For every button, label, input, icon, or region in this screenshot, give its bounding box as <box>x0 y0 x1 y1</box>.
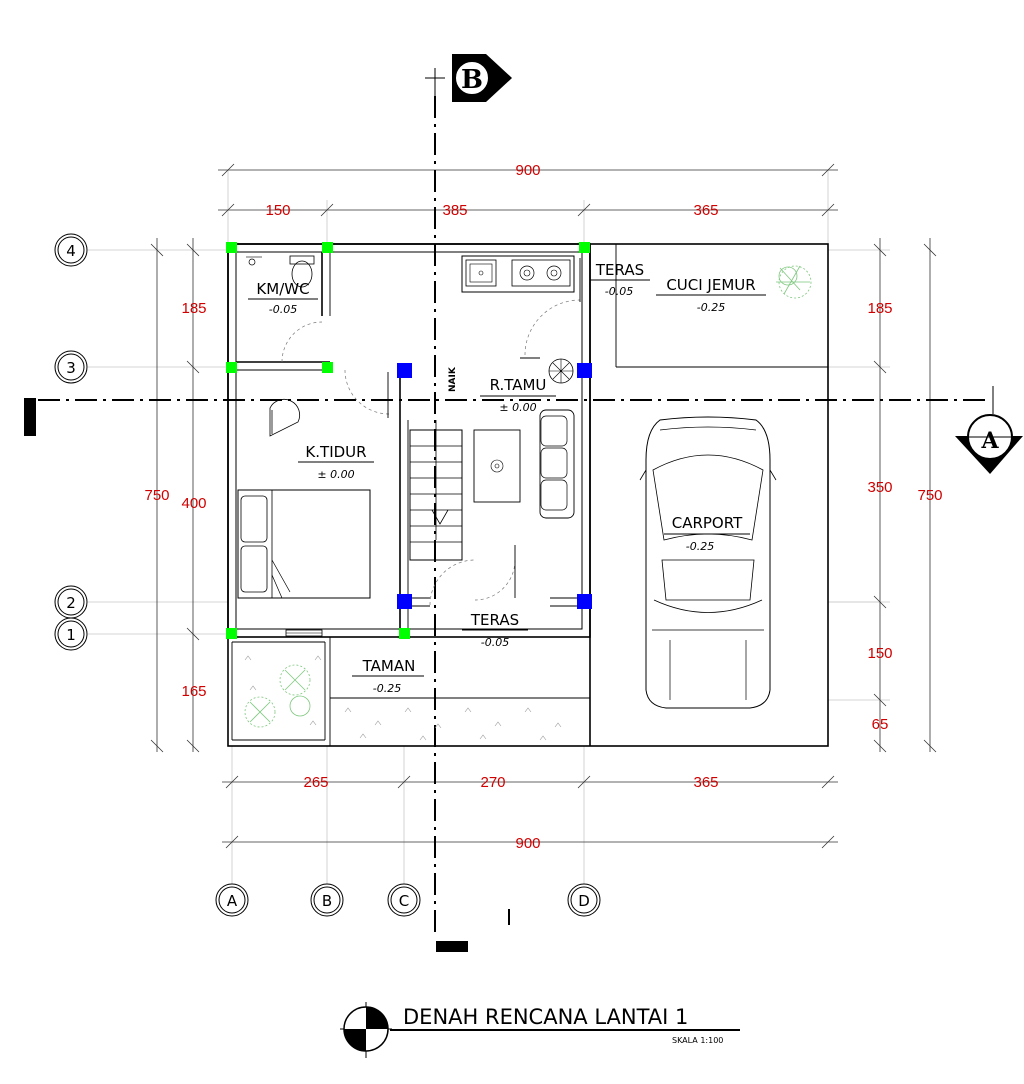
dim-top-part-1: 150 <box>265 202 290 219</box>
dim-bottom-part-1: 265 <box>303 774 328 791</box>
grid-bubbles: 4 3 2 1 A B C D <box>54 233 601 917</box>
svg-text:TERAS: TERAS <box>470 611 519 629</box>
svg-text:4: 4 <box>66 242 76 260</box>
dim-right-part-2: 350 <box>867 479 892 496</box>
dim-left-part-1: 185 <box>181 300 206 317</box>
sofa-icon <box>539 409 575 519</box>
drawing-scale: SKALA 1:100 <box>672 1036 723 1045</box>
dim-left-total: 750 <box>144 487 169 504</box>
dim-bottom-part-3: 365 <box>693 774 718 791</box>
grass-pattern <box>244 655 562 741</box>
potted-plant-icon <box>548 358 574 384</box>
grid-lines <box>88 170 890 885</box>
svg-text:-0.05: -0.05 <box>605 285 633 298</box>
svg-text:B: B <box>322 892 332 910</box>
room-label-teras-front: TERAS -0.05 <box>462 611 528 649</box>
toilet-icon <box>246 255 315 288</box>
svg-text:D: D <box>578 892 590 910</box>
dim-right-part-3: 150 <box>867 645 892 662</box>
room-label-cuci-jemur: CUCI JEMUR -0.25 <box>656 276 766 314</box>
shrub-icon <box>244 664 311 728</box>
svg-text:TAMAN: TAMAN <box>362 657 416 675</box>
grid-bubble-row-4: 4 <box>54 233 88 267</box>
svg-text:1: 1 <box>66 626 76 644</box>
section-marker-a: A <box>955 386 1023 474</box>
svg-text:-0.25: -0.25 <box>373 682 401 695</box>
dimension-lines <box>150 163 937 849</box>
svg-text:3: 3 <box>66 359 76 377</box>
dim-top-part-3: 365 <box>693 202 718 219</box>
doors <box>281 258 581 606</box>
title-block: DENAH RENCANA LANTAI 1 SKALA 1:100 <box>340 1002 740 1058</box>
grid-bubble-row-1: 1 <box>54 617 88 651</box>
dim-right-total: 750 <box>917 487 942 504</box>
svg-text:C: C <box>399 892 409 910</box>
svg-text:CUCI JEMUR: CUCI JEMUR <box>666 276 755 294</box>
walls <box>227 243 829 747</box>
svg-text:KM/WC: KM/WC <box>256 280 309 298</box>
grid-bubble-col-b: B <box>310 883 344 917</box>
kitchen-counter-icon <box>461 255 575 293</box>
svg-text:A: A <box>227 892 238 910</box>
furniture: NAIK <box>237 255 777 709</box>
svg-text:± 0.00: ± 0.00 <box>317 468 354 481</box>
room-label-carport: CARPORT -0.25 <box>664 514 750 553</box>
svg-text:R.TAMU: R.TAMU <box>490 376 547 394</box>
dimension-texts: 900 150 385 365 265 270 365 900 750 185 … <box>144 162 942 852</box>
section-marker-b: B <box>425 54 512 102</box>
grid-bubble-col-c: C <box>387 883 421 917</box>
svg-text:2: 2 <box>66 594 76 612</box>
car-icon <box>639 416 777 709</box>
dim-right-part-4: 65 <box>872 716 889 733</box>
room-label-taman: TAMAN -0.25 <box>352 657 424 695</box>
drawing-title: DENAH RENCANA LANTAI 1 <box>403 1005 688 1029</box>
svg-text:-0.05: -0.05 <box>269 303 297 316</box>
dim-bottom-total: 900 <box>515 835 540 852</box>
room-label-km-wc: KM/WC -0.05 <box>248 280 318 316</box>
room-label-teras-back: TERAS -0.05 <box>590 261 650 298</box>
chair-icon <box>269 398 301 437</box>
grid-bubble-row-2: 2 <box>54 585 88 619</box>
room-label-r-tamu: R.TAMU ± 0.00 <box>480 376 556 414</box>
svg-text:-0.25: -0.25 <box>686 540 714 553</box>
landscape <box>244 265 812 741</box>
section-cut-lines <box>24 96 990 952</box>
columns <box>226 242 592 639</box>
bed-icon <box>237 489 371 599</box>
svg-text:CARPORT: CARPORT <box>672 514 743 532</box>
grid-bubble-col-a: A <box>215 883 249 917</box>
dim-bottom-part-2: 270 <box>480 774 505 791</box>
grid-bubble-col-d: D <box>567 883 601 917</box>
svg-text:TERAS: TERAS <box>595 261 644 279</box>
shrub-icon <box>776 265 812 299</box>
room-label-k-tidur: K.TIDUR ± 0.00 <box>298 443 374 481</box>
stairs-icon: NAIK <box>409 358 463 561</box>
room-labels: KM/WC -0.05 TERAS -0.05 CUCI JEMUR -0.25… <box>248 261 766 695</box>
dim-top-total: 900 <box>515 162 540 179</box>
stair-label: NAIK <box>448 366 458 392</box>
svg-text:K.TIDUR: K.TIDUR <box>305 443 366 461</box>
dim-top-part-2: 385 <box>442 202 467 219</box>
dim-right-part-1: 185 <box>867 300 892 317</box>
grid-bubble-row-3: 3 <box>54 350 88 384</box>
section-marker-a-label: A <box>980 428 999 454</box>
svg-text:-0.05: -0.05 <box>481 636 509 649</box>
dim-left-part-2: 400 <box>181 495 206 512</box>
dim-left-part-3: 165 <box>181 683 206 700</box>
svg-text:-0.25: -0.25 <box>697 301 725 314</box>
svg-text:± 0.00: ± 0.00 <box>499 401 536 414</box>
section-marker-b-label: B <box>461 65 483 95</box>
coffee-table-icon <box>473 429 521 503</box>
